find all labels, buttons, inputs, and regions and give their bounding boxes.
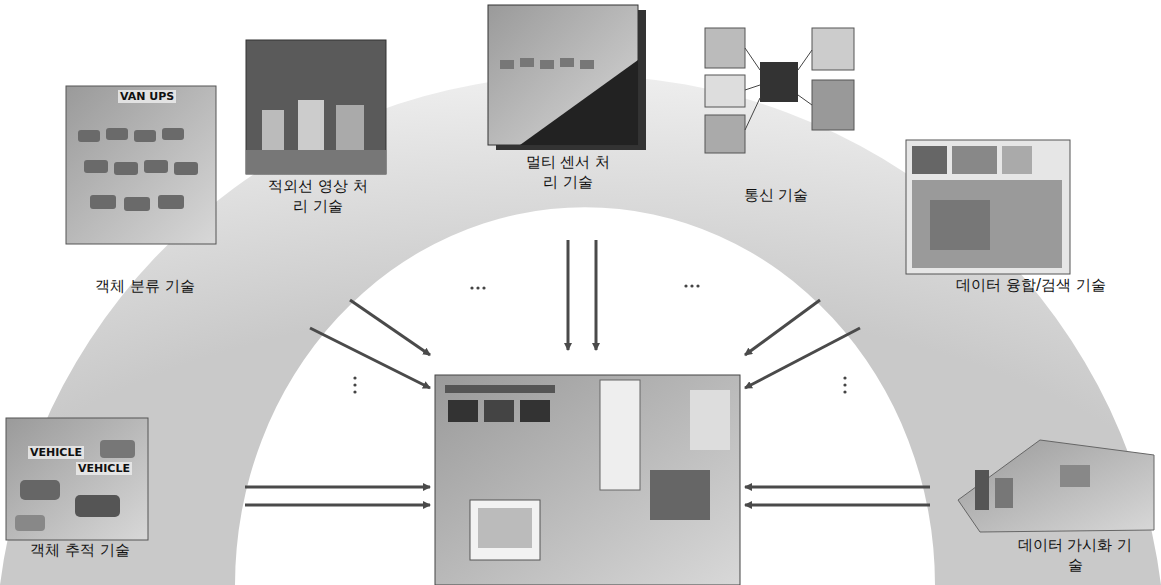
label-text: 객체 추적 기술 [5, 541, 155, 561]
technology-label: 통신 기술 [720, 186, 832, 206]
label-text: 데이터 융합/검색 기술 [955, 276, 1107, 296]
communication-image [705, 28, 854, 153]
arc-band [0, 75, 1161, 585]
technology-label: 데이터 가시화 기술 [1015, 536, 1135, 575]
multisensor-image [488, 5, 646, 150]
arrows [245, 240, 930, 505]
tracking-image [6, 418, 148, 540]
lab-photo [435, 375, 740, 585]
technology-label: 객체 추적 기술 [5, 541, 155, 561]
ellipsis-dots [353, 284, 846, 393]
image-tag: VEHICLE [76, 462, 132, 475]
visualization-image [958, 440, 1154, 532]
technology-label: 적외선 영상 처리 기술 [264, 177, 372, 216]
image-tag: VEHICLE [28, 446, 84, 459]
technology-label: 데이터 융합/검색 기술 [955, 276, 1107, 296]
infrared-image [246, 40, 386, 174]
label-text: 객체 분류 기술 [75, 277, 215, 297]
label-text: 멀티 센서 처리 기술 [520, 153, 616, 192]
label-text: 통신 기술 [720, 186, 832, 206]
label-text: 적외선 영상 처리 기술 [264, 177, 372, 216]
label-text: 데이터 가시화 기술 [1015, 536, 1135, 575]
fusion-image [906, 140, 1070, 274]
technology-label: 멀티 센서 처리 기술 [520, 153, 616, 192]
image-tag: VAN UPS [118, 90, 176, 103]
classification-image [66, 86, 216, 244]
technology-label: 객체 분류 기술 [75, 277, 215, 297]
